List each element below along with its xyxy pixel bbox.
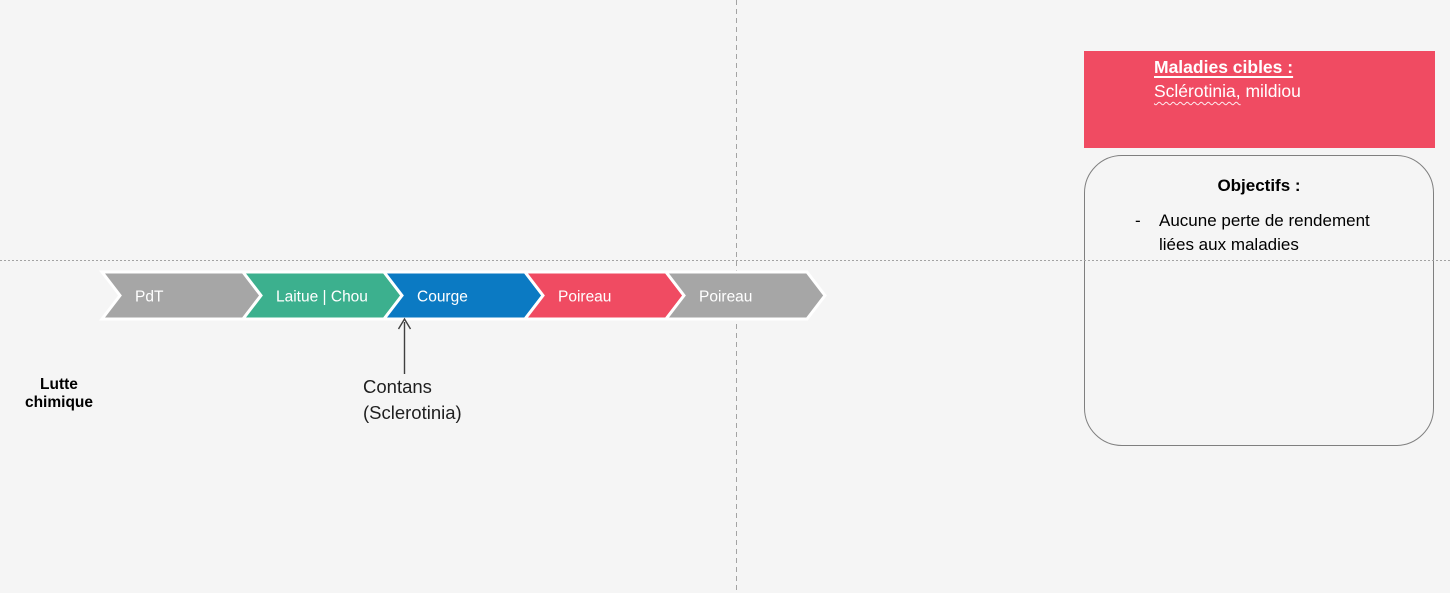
maladies-highlighted-word: Sclérotinia, — [1154, 81, 1241, 101]
chevron-label-pdt: PdT — [135, 289, 164, 306]
crop-timeline: PdT Laitue | Chou Courge Poireau Poireau — [98, 270, 827, 321]
chevron-label-poireau-1: Poireau — [558, 289, 611, 306]
maladies-content-rest: mildiou — [1240, 81, 1301, 101]
up-arrow-icon — [397, 317, 412, 374]
maladies-cibles-content: Sclérotinia, mildiou — [1154, 79, 1425, 103]
maladies-cibles-box: Maladies cibles : Sclérotinia, mildiou — [1084, 51, 1435, 148]
chevron-shape-pdt — [98, 270, 263, 321]
chevron-label-laitue-chou: Laitue | Chou — [276, 289, 368, 306]
row-label-lutte-chimique: Lutte chimique — [24, 376, 94, 411]
objectifs-title: Objectifs : — [1217, 176, 1301, 195]
timeline-step-pdt: PdT — [98, 270, 263, 321]
chevron-label-courge: Courge — [417, 289, 468, 306]
maladies-cibles-title: Maladies cibles : — [1154, 57, 1294, 77]
objectifs-box: Objectifs : - Aucune perte de rendement … — [1084, 155, 1434, 446]
chevron-shape-poireau-2 — [662, 270, 827, 321]
objectifs-bullet-text: Aucune perte de rendement liées aux mala… — [1159, 211, 1370, 254]
annotation-contans: Contans (Sclerotinia) — [363, 376, 462, 423]
chevron-label-poireau-2: Poireau — [699, 289, 752, 306]
bullet-dash-marker: - — [1135, 211, 1141, 230]
horizontal-dashed-divider — [0, 260, 1450, 261]
timeline-step-poireau-1: Poireau — [521, 270, 686, 321]
timeline-step-laitue-chou: Laitue | Chou — [239, 270, 404, 321]
objectifs-bullet-item: - Aucune perte de rendement liées aux ma… — [1135, 209, 1433, 257]
timeline-step-poireau-2: Poireau — [662, 270, 827, 321]
